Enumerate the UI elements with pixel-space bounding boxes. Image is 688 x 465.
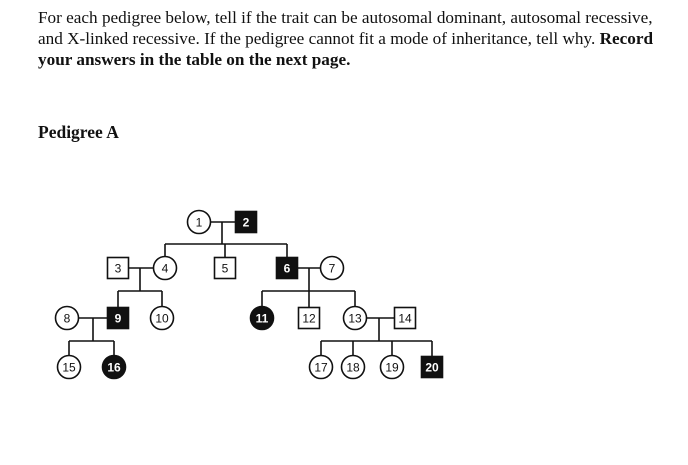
individual-12-male-unaffected: 12 — [297, 306, 321, 330]
individual-3-male-unaffected: 3 — [106, 256, 130, 280]
female-circle-symbol — [56, 354, 82, 380]
female-circle-symbol — [342, 305, 368, 331]
individual-1-female-unaffected: 1 — [186, 209, 212, 235]
individual-label: 16 — [107, 361, 121, 375]
instructions-emphasis: Record your answers in the table on the … — [38, 29, 654, 69]
pedigree-lines — [68, 221, 433, 358]
individual-18-female-unaffected: 18 — [340, 354, 366, 380]
individual-15-female-unaffected: 15 — [56, 354, 82, 380]
male-square-symbol — [393, 306, 417, 330]
individual-label: 3 — [115, 262, 122, 276]
individual-label: 6 — [284, 262, 291, 276]
instructions-paragraph: For each pedigree below, tell if the tra… — [38, 7, 678, 70]
individual-label: 18 — [346, 361, 360, 375]
individual-label: 12 — [302, 312, 316, 326]
female-circle-symbol — [249, 305, 275, 331]
female-circle-symbol — [152, 255, 178, 281]
individual-5-male-unaffected: 5 — [213, 256, 237, 280]
individual-label: 15 — [62, 361, 76, 375]
male-square-symbol — [275, 256, 299, 280]
individual-label: 9 — [115, 312, 122, 326]
male-square-symbol — [213, 256, 237, 280]
individual-14-male-unaffected: 14 — [393, 306, 417, 330]
female-circle-symbol — [308, 354, 334, 380]
individual-label: 1 — [196, 216, 203, 230]
individual-label: 2 — [243, 216, 250, 230]
individual-label: 4 — [162, 262, 169, 276]
female-circle-symbol — [186, 209, 212, 235]
male-square-symbol — [234, 210, 258, 234]
pedigree-title: Pedigree A — [38, 122, 119, 142]
female-circle-symbol — [379, 354, 405, 380]
individual-9-male-affected: 9 — [106, 306, 130, 330]
female-circle-symbol — [101, 354, 127, 380]
individual-label: 8 — [64, 312, 71, 326]
instructions-text: For each pedigree below, tell if the tra… — [38, 8, 653, 48]
individual-13-female-unaffected: 13 — [342, 305, 368, 331]
individual-4-female-unaffected: 4 — [152, 255, 178, 281]
female-circle-symbol — [340, 354, 366, 380]
male-square-symbol — [106, 306, 130, 330]
individual-2-male-affected: 2 — [234, 210, 258, 234]
individual-label: 14 — [398, 312, 412, 326]
individual-6-male-affected: 6 — [275, 256, 299, 280]
individual-label: 10 — [155, 312, 169, 326]
female-circle-symbol — [54, 305, 80, 331]
individual-19-female-unaffected: 19 — [379, 354, 405, 380]
individual-label: 7 — [329, 262, 336, 276]
individual-7-female-unaffected: 7 — [319, 255, 345, 281]
individual-16-female-affected: 16 — [101, 354, 127, 380]
individual-10-female-unaffected: 10 — [149, 305, 175, 331]
male-square-symbol — [106, 256, 130, 280]
female-circle-symbol — [319, 255, 345, 281]
female-circle-symbol — [149, 305, 175, 331]
individual-label: 17 — [314, 361, 328, 375]
individual-17-female-unaffected: 17 — [308, 354, 334, 380]
male-square-symbol — [297, 306, 321, 330]
individual-label: 11 — [256, 312, 269, 326]
individual-20-male-affected: 20 — [420, 355, 444, 379]
individual-label: 20 — [425, 361, 439, 375]
individual-label: 5 — [222, 262, 229, 276]
individual-8-female-unaffected: 8 — [54, 305, 80, 331]
individual-11-female-affected: 11 — [249, 305, 275, 331]
individual-label: 13 — [348, 312, 362, 326]
individual-label: 19 — [385, 361, 399, 375]
male-square-symbol — [420, 355, 444, 379]
